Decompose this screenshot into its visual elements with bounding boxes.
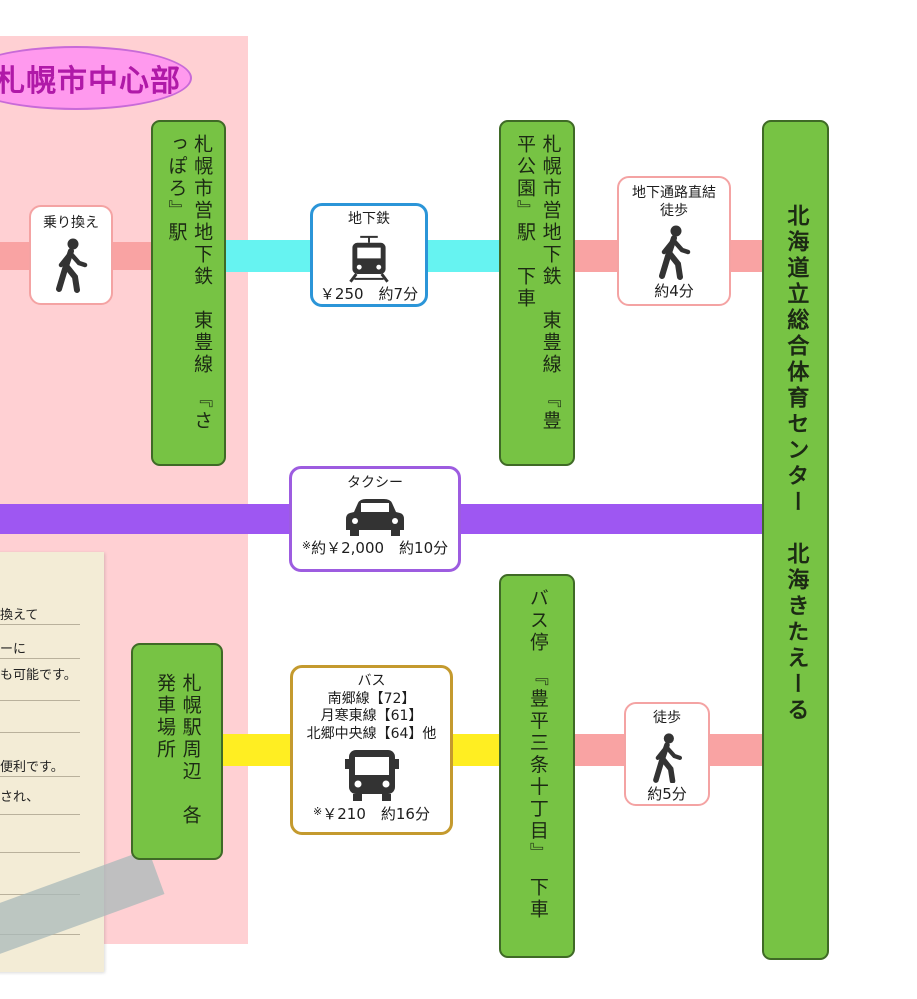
note-line-2: ーに [0, 642, 27, 657]
taxi-fare-note-mark: ※ [301, 538, 312, 552]
note-rule [0, 776, 80, 777]
bus-walk-time: 約5分 [647, 785, 687, 804]
toyohira-koen-station-box: 札幌市営地下鉄 東豊線 『豊平公園』駅 下車 [499, 120, 575, 466]
walking-person-icon [659, 225, 691, 280]
underground-walk-label-2: 徒歩 [660, 202, 688, 219]
bus-fare: ※￥210 約16分 [313, 805, 430, 824]
taxi-fare: ※約￥2,000 約10分 [302, 539, 448, 558]
note-rule [0, 700, 80, 701]
transfer-label: 乗り換え [43, 215, 99, 231]
bus-route-2: 月寒東線【61】 [320, 708, 423, 724]
bus-origin-box: 札幌駅周辺 各発車場所 [131, 643, 223, 860]
taxi-card: タクシー ※約￥2,000 約10分 [289, 466, 461, 572]
bus-route-1: 南郷線【72】 [327, 690, 416, 707]
note-rule [0, 732, 80, 733]
bus-stop-label: バス停 『豊平三条十丁目』 下車 [526, 588, 549, 921]
underground-walk-time: 約4分 [654, 282, 694, 300]
bus-origin-label: 札幌駅周辺 各発車場所 [154, 673, 202, 827]
underground-walk-card: 地下通路直結 徒歩 約4分 [617, 176, 731, 306]
car-icon [346, 498, 404, 536]
note-rule [0, 624, 80, 625]
note-line-6: され、 [0, 790, 40, 805]
toyohira-koen-station-label: 札幌市営地下鉄 東豊線 『豊平公園』駅 下車 [514, 134, 562, 433]
bus-walk-card: 徒歩 約5分 [624, 702, 710, 806]
subway-card: 地下鉄 ￥250 約7分 [310, 203, 428, 307]
bus-route-3: 北郷中央線【64】他 [306, 725, 437, 742]
note-rule [0, 658, 80, 659]
taxi-fare-time: 約￥2,000 約10分 [311, 538, 449, 557]
subway-fare-time: ￥250 約7分 [319, 285, 419, 304]
walking-person-icon [56, 238, 88, 293]
sapporo-station-box: 札幌市営地下鉄 東豊線 『さっぽろ』駅 [151, 120, 226, 466]
bus-label: バス [357, 673, 386, 689]
city-center-label: 札幌市中心部 [0, 46, 192, 110]
note-line-5: 便利です。 [0, 760, 64, 775]
sapporo-station-label: 札幌市営地下鉄 東豊線 『さっぽろ』駅 [165, 134, 214, 433]
bus-stop-box: バス停 『豊平三条十丁目』 下車 [499, 574, 575, 958]
note-line-1: 換えて [0, 608, 39, 623]
note-rule [0, 852, 80, 853]
destination-box: 北海道立総合体育センター 北海きたえーる [762, 120, 829, 960]
note-rule [0, 814, 80, 815]
transfer-card: 乗り換え [29, 205, 113, 305]
subway-label: 地下鉄 [348, 211, 390, 227]
note-line-3: も可能です。 [0, 668, 77, 683]
underground-walk-label-1: 地下通路直結 [632, 185, 716, 201]
train-icon [349, 235, 389, 283]
taxi-label: タクシー [347, 475, 403, 491]
destination-label: 北海道立総合体育センター 北海きたえーる [783, 204, 809, 724]
bus-icon [344, 750, 399, 801]
bus-walk-label: 徒歩 [653, 710, 681, 726]
walking-person-icon [653, 732, 683, 784]
bus-fare-time: ￥210 約16分 [322, 805, 430, 823]
bus-card: バス 南郷線【72】 月寒東線【61】 北郷中央線【64】他 ※￥210 約16… [290, 665, 453, 835]
bus-fare-note-mark: ※ [313, 805, 323, 818]
